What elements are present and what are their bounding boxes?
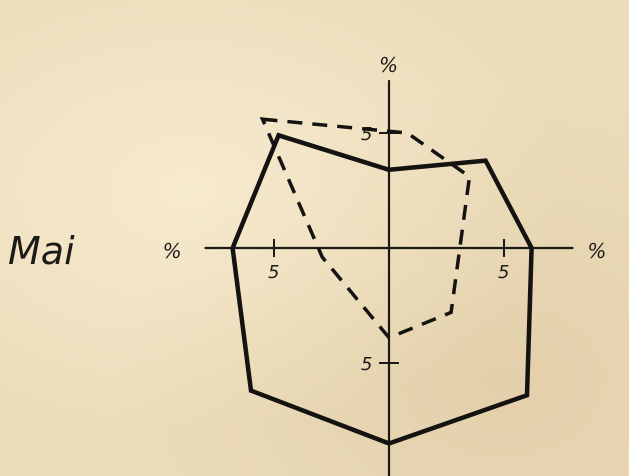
series-dashed-outline <box>259 117 472 340</box>
series-layer <box>230 117 534 446</box>
axes <box>204 80 574 476</box>
y-tick-label-1: 5 <box>361 354 372 375</box>
month-label: Mai <box>8 229 75 273</box>
y-tick-label-0: 5 <box>361 124 372 145</box>
x-tick-label-0: 5 <box>268 262 279 283</box>
series-solid-outline <box>230 132 534 446</box>
y-axis-unit-label: % <box>379 53 398 77</box>
x-axis-unit-label-left: % <box>163 239 182 263</box>
x-axis-unit-label-right: % <box>587 239 606 263</box>
x-tick-label-1: 5 <box>498 262 509 283</box>
